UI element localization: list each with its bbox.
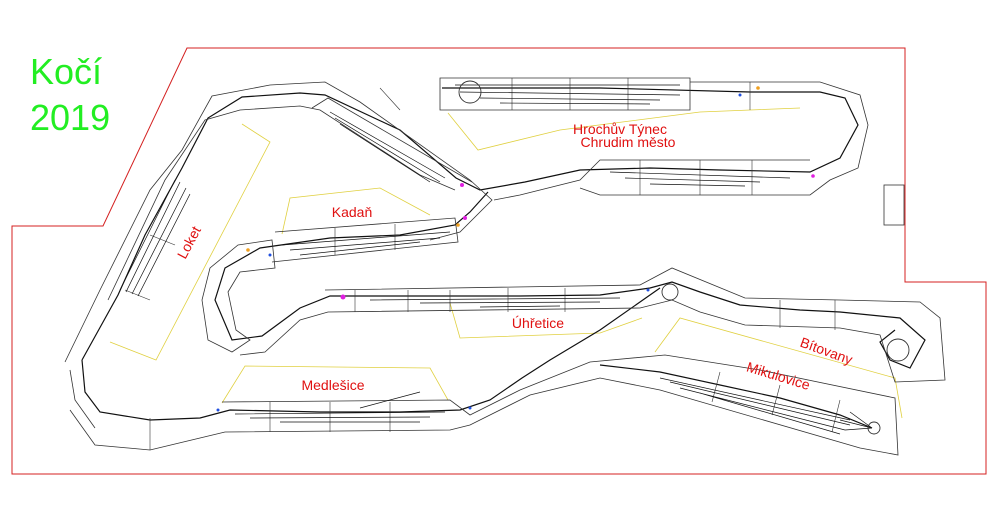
area-hrochuv: [447, 107, 801, 151]
station-label-mikulovice: Mikulovice: [745, 359, 812, 393]
signal-markers: [216, 86, 815, 412]
station-label-uhretice: Úhřetice: [512, 315, 564, 331]
station-label-bitovany: Bítovany: [798, 334, 855, 368]
station-label-chrudim-mesto: Chrudim město: [581, 134, 676, 150]
area-kadan: [281, 187, 431, 235]
station-label-kadan: Kadaň: [332, 204, 372, 220]
station-label-hrochuv-tynec: Hrochův Týnec: [573, 121, 667, 137]
main-track: [81, 87, 926, 421]
branch-mikulovice: [599, 364, 873, 429]
station-label-medlesice: Medlešice: [301, 377, 364, 393]
area-medlesice: [221, 365, 449, 404]
area-loket: [109, 123, 271, 361]
room-outline: [11, 47, 987, 475]
module-divisions: [124, 78, 841, 450]
title-name: Kočí: [30, 51, 103, 92]
module-edges: [64, 77, 946, 456]
turntables: [458, 80, 910, 435]
area-mikulovice: [654, 317, 903, 419]
station-label-loket: Loket: [174, 223, 204, 261]
title-year: 2019: [30, 97, 111, 138]
station-areas: [109, 107, 903, 419]
area-uhretice: [449, 302, 643, 339]
wall-feature: [883, 184, 905, 226]
station-yards: [119, 84, 873, 435]
